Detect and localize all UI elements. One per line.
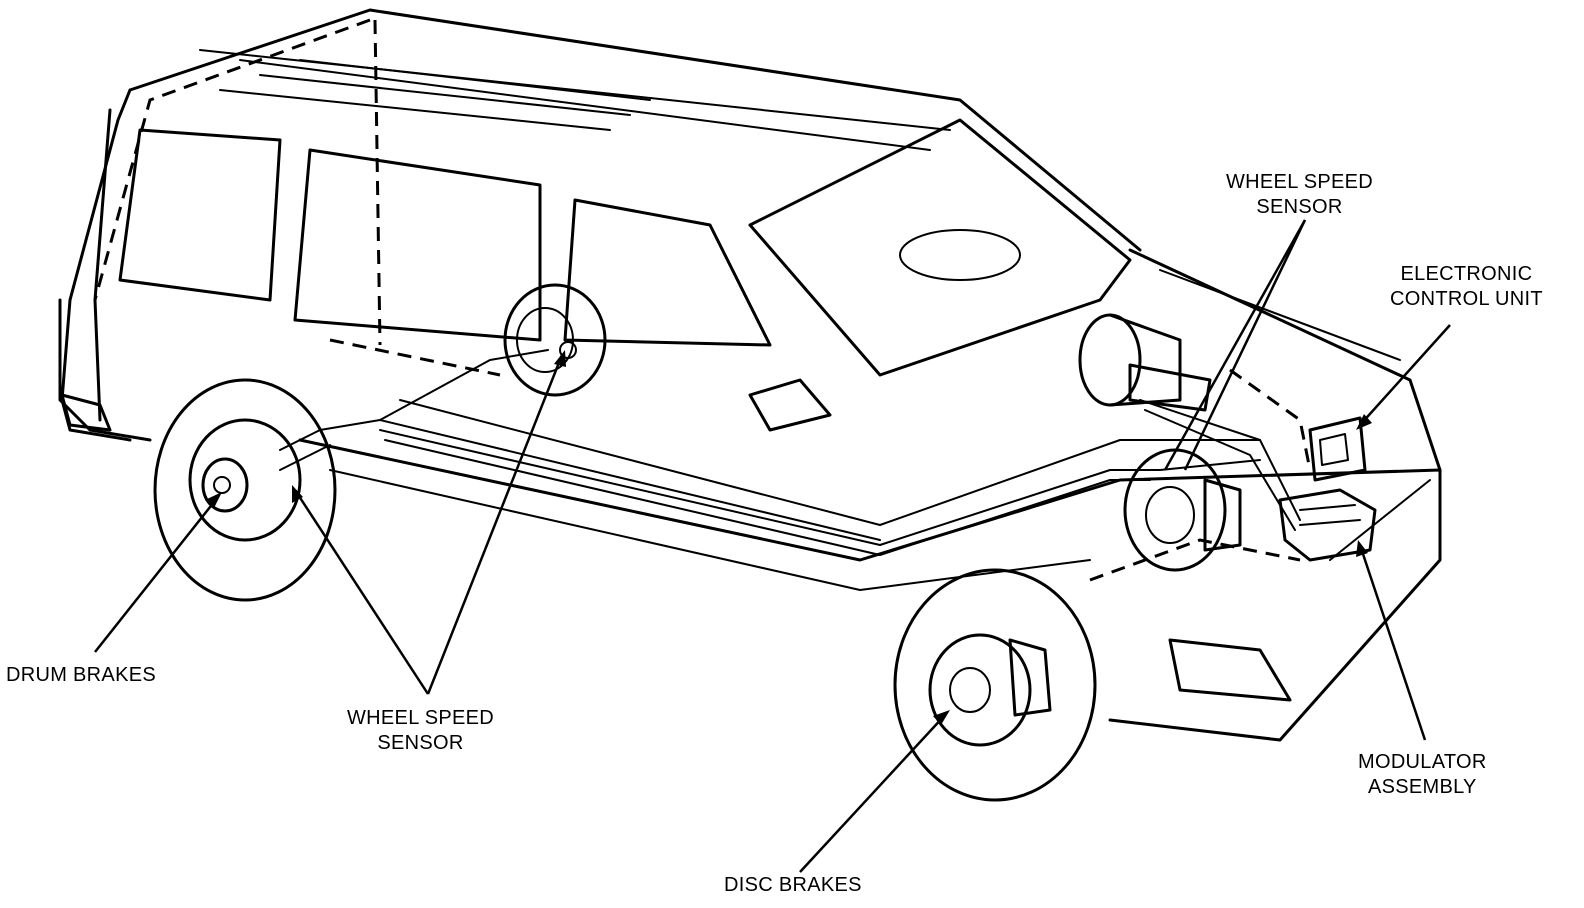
label-electronic-control-unit-line-2: CONTROL UNIT: [1390, 288, 1543, 310]
label-rear-wheel-speed-sensor-line-2: SENSOR: [377, 732, 464, 754]
master-cylinder: [1078, 313, 1212, 412]
label-drum-brakes: DRUM BRAKES: [6, 663, 156, 688]
label-modulator-assembly-line-2: ASSEMBLY: [1367, 776, 1477, 798]
label-rear-wheel-speed-sensor-line-1: WHEEL SPEED: [347, 707, 495, 729]
label-front-wheel-speed-sensor: WHEEL SPEED SENSOR: [1226, 170, 1373, 220]
rear-right-drum-brake: [503, 283, 607, 397]
leader-lines: [94, 219, 1451, 873]
label-disc-brakes-line-1: DISC BRAKES: [724, 874, 862, 896]
van-body: [58, 8, 1442, 742]
brake-lines: [279, 349, 1301, 556]
electronic-control-unit-box: [1308, 416, 1367, 482]
rear-left-drum-brake: [153, 378, 337, 602]
modulator-assembly-unit: [1278, 488, 1377, 562]
label-electronic-control-unit-line-1: ELECTRONIC: [1400, 263, 1533, 285]
label-drum-brakes-line-1: DRUM BRAKES: [6, 664, 156, 686]
label-modulator-assembly-line-1: MODULATOR: [1358, 751, 1487, 773]
front-left-disc-brake: [893, 568, 1097, 802]
label-disc-brakes: DISC BRAKES: [724, 873, 862, 898]
label-rear-wheel-speed-sensor: WHEEL SPEED SENSOR: [347, 706, 494, 756]
label-front-wheel-speed-sensor-line-1: WHEEL SPEED: [1226, 171, 1374, 193]
label-modulator-assembly: MODULATOR ASSEMBLY: [1358, 750, 1487, 800]
label-front-wheel-speed-sensor-line-2: SENSOR: [1256, 196, 1343, 218]
label-electronic-control-unit: ELECTRONIC CONTROL UNIT: [1390, 262, 1543, 312]
